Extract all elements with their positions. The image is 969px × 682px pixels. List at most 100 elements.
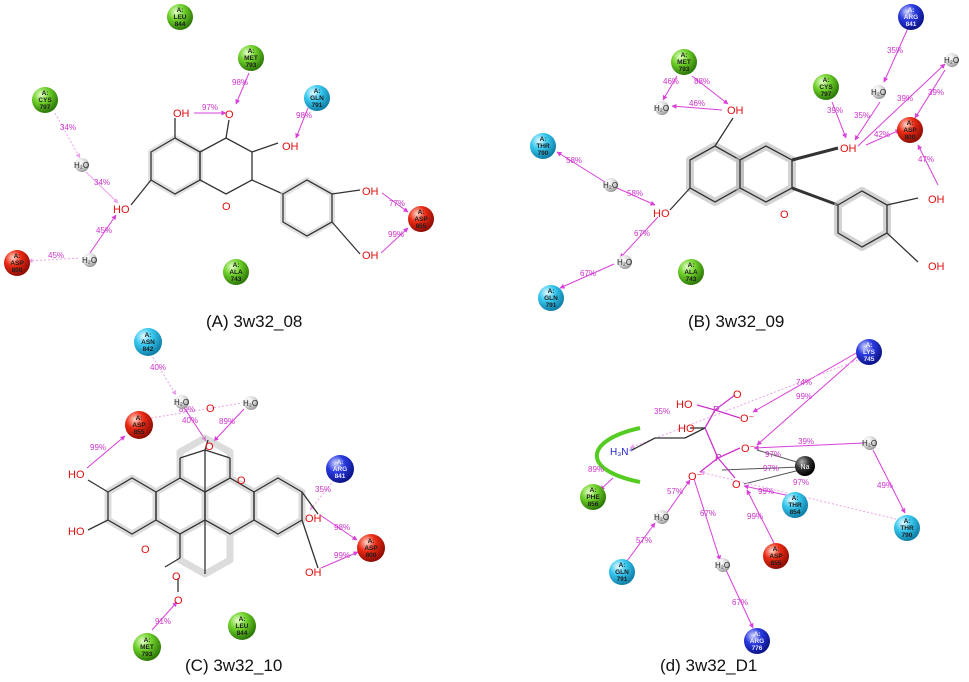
caption-panel-a: (A) 3w32_08: [206, 312, 303, 331]
svg-text:H₂O: H₂O: [654, 104, 669, 113]
svg-text:H₂O: H₂O: [715, 561, 730, 570]
svg-text:A:: A:: [136, 415, 143, 422]
svg-text:A:: A:: [792, 495, 799, 502]
svg-text:ARG: ARG: [750, 638, 764, 645]
hbond-percent: 67%: [700, 509, 716, 518]
binding-loop: [594, 426, 641, 484]
residue-leu-844: A: LEU 844: [167, 4, 193, 30]
svg-text:ASP: ASP: [769, 553, 783, 560]
hbond-percent: 45%: [96, 226, 112, 235]
svg-text:A:: A:: [590, 487, 597, 494]
residue-thr-854: A: THR 854: [782, 492, 808, 518]
hbond-lines: [86, 353, 359, 631]
svg-text:793: 793: [679, 66, 690, 73]
svg-text:ARG: ARG: [904, 14, 918, 21]
residue-thr-790: A: THR 790: [530, 133, 556, 159]
hbond-percent: 77%: [389, 199, 405, 208]
water-molecule: H₂O: [871, 85, 886, 99]
hbond-percent: 40%: [182, 416, 198, 425]
hbond-lines: [556, 27, 946, 289]
svg-text:A:: A:: [144, 637, 151, 644]
svg-text:844: 844: [237, 630, 248, 637]
svg-text:Na: Na: [801, 464, 810, 471]
svg-text:CYS: CYS: [38, 97, 52, 104]
hbond-percent: 46%: [663, 77, 679, 86]
hydroxyl-label: HO: [653, 208, 670, 220]
svg-text:ASP: ASP: [414, 216, 428, 223]
hbond-percent: 58%: [566, 156, 582, 165]
svg-text:800: 800: [366, 552, 377, 559]
svg-text:776: 776: [752, 645, 763, 652]
svg-text:THR: THR: [900, 525, 914, 532]
water-molecule: H₂O: [174, 395, 189, 409]
hbond-percent: 99%: [334, 551, 350, 560]
hydroxyl-label: HO: [676, 399, 693, 411]
svg-text:A:: A:: [907, 120, 914, 127]
ring-oxygen-label: O: [237, 475, 246, 487]
svg-text:A:: A:: [233, 262, 240, 269]
svg-text:H₂O: H₂O: [871, 88, 886, 97]
residue-asp-800: A: ASP 800: [357, 534, 385, 562]
water-molecule: H₂O: [617, 255, 632, 269]
hbond-percent: 39%: [897, 94, 913, 103]
svg-text:A:: A:: [314, 88, 321, 95]
svg-text:H₂O: H₂O: [862, 439, 877, 448]
svg-text:841: 841: [335, 473, 346, 480]
hbond-percent: 67%: [634, 229, 650, 238]
hbond-percent: 89%: [179, 405, 195, 414]
phosphate-oxygen-label: O⁻: [740, 413, 755, 425]
svg-text:A:: A:: [42, 90, 49, 97]
sodium-ion: Na: [795, 456, 815, 476]
hbond-percent: 34%: [94, 178, 110, 187]
residue-ala-743: A: ALA 743: [678, 259, 704, 285]
svg-text:842: 842: [143, 346, 154, 353]
svg-text:H₂O: H₂O: [944, 56, 959, 65]
residue-arg-776: A: ARG 776: [744, 628, 770, 654]
hbond-percent: 98%: [296, 111, 312, 120]
caption-panel-d: (d) 3w32_D1: [660, 656, 758, 675]
ligand-structure: [631, 394, 741, 479]
hbond-percent: 97%: [765, 450, 781, 459]
svg-text:A:: A:: [773, 546, 780, 553]
hbond-percent: 91%: [155, 617, 171, 626]
water-molecule: H₂O: [944, 53, 959, 67]
svg-text:855: 855: [134, 429, 145, 436]
residue-asp-855: A: ASP 855: [125, 411, 153, 439]
water-molecule: H₂O: [715, 558, 730, 572]
svg-text:791: 791: [617, 576, 628, 583]
svg-text:791: 791: [546, 302, 557, 309]
ring-oxygen-label: O: [141, 544, 150, 556]
hydroxyl-label: OH: [305, 567, 322, 579]
svg-text:ASP: ASP: [132, 422, 146, 429]
water-molecule: H₂O: [243, 396, 258, 410]
hydroxyl-label: OH: [727, 105, 744, 117]
hbond-percent: 99%: [747, 512, 763, 521]
hbond-percent: 42%: [874, 130, 890, 139]
svg-text:H₂O: H₂O: [617, 258, 632, 267]
hbond-percent: 99%: [90, 443, 106, 452]
residue-cys-797: A: CYS 797: [813, 74, 839, 100]
hbond-percent: 39%: [928, 88, 944, 97]
residue-asp-800: A: ASP 800: [4, 250, 30, 276]
svg-text:A:: A:: [681, 52, 688, 59]
hbond-lines: [27, 72, 409, 264]
svg-text:CYS: CYS: [819, 84, 833, 91]
hbond-percent: 58%: [627, 189, 643, 198]
svg-text:A:: A:: [418, 209, 425, 216]
oxygen-label: O: [733, 389, 742, 401]
hbond-percent: 88%: [694, 77, 710, 86]
panel-c-ligand-interaction: O O O O O O HO HO OH OH 40% 89% 40% 89% …: [68, 328, 385, 661]
water-molecule: H₂O: [654, 101, 669, 115]
hbond-percent: 39%: [827, 106, 843, 115]
hbond-percent: 99%: [796, 392, 812, 401]
residue-gln-791: A: GLN 791: [304, 85, 330, 111]
hbond-percent: 97%: [763, 464, 779, 473]
hydroxyl-label: OH: [928, 261, 945, 273]
svg-text:743: 743: [231, 276, 242, 283]
svg-text:A:: A:: [688, 262, 695, 269]
svg-text:GLN: GLN: [310, 95, 324, 102]
hbond-percent: 35%: [854, 111, 870, 120]
hydroxyl-label: HO: [678, 423, 695, 435]
svg-text:793: 793: [246, 62, 257, 69]
